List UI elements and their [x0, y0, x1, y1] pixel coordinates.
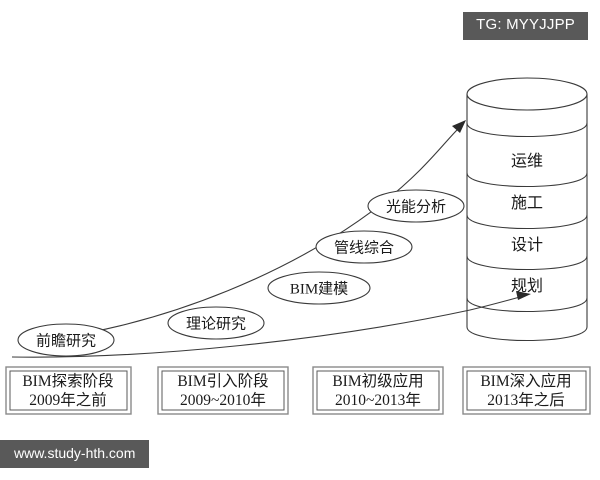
disc-separator-0: [466, 122, 588, 137]
cylinder-disc-label-1: 施工: [511, 194, 543, 212]
stage-box-line1: BIM引入阶段: [177, 372, 268, 390]
stage-box-1: BIM引入阶段 2009~2010年: [157, 366, 289, 415]
milestone-2: BIM建模: [267, 271, 371, 305]
stage-box-inner-frame: [161, 370, 285, 411]
milestone-label: 理论研究: [186, 316, 246, 333]
cylinder-top-cap: [466, 77, 588, 111]
stage-box-line1: BIM深入应用: [480, 371, 571, 390]
milestone-label: 管线综合: [334, 240, 394, 257]
stage-box-frame: [312, 366, 444, 415]
stage-box-line2: 2009~2010年: [180, 391, 266, 409]
stage-box-frame: [5, 366, 132, 415]
disc-separator-3: [466, 255, 588, 270]
stage-box-group: BIM探索阶段 2009年之前 BIM引入阶段 2009~2010年 BIM初级…: [5, 366, 591, 415]
milestone-label: 前瞻研究: [36, 333, 96, 350]
disc-separator-1: [466, 172, 588, 187]
milestone-0: 前瞻研究: [17, 323, 115, 357]
stage-box-2: BIM初级应用 2010~2013年: [312, 366, 444, 415]
stage-box-frame: [462, 366, 591, 415]
cylinder-disc-label-0: 运维: [511, 152, 543, 170]
stage-box-inner-frame: [466, 370, 587, 411]
stage-box-line1: BIM探索阶段: [22, 372, 113, 390]
stage-box-line2: 2009年之前: [29, 391, 107, 409]
milestone-ellipse: [267, 271, 371, 305]
milestone-1: 理论研究: [167, 306, 265, 340]
cylinder-disc-label-2: 设计: [511, 236, 543, 254]
stage-box-0: BIM探索阶段 2009年之前: [5, 366, 132, 415]
watermark-badge: www.study-hth.com: [0, 439, 150, 468]
milestone-label: BIM建模: [290, 281, 348, 298]
upper-curve-arrowhead: [452, 120, 466, 133]
stage-box-inner-frame: [9, 370, 128, 411]
lower-curve-arrowhead: [516, 291, 531, 300]
milestone-3: 管线综合: [315, 230, 413, 264]
disc-separator-4: [466, 297, 588, 312]
cylinder-disc-label-3: 规划: [511, 277, 543, 295]
milestone-ellipse: [367, 189, 465, 223]
lower-growth-curve: [11, 295, 525, 358]
milestone-4: 光能分析: [367, 189, 465, 223]
cylinder-base: [466, 326, 588, 341]
milestone-ellipse: [315, 230, 413, 264]
growth-curve-group: [11, 120, 531, 358]
milestone-label: 光能分析: [386, 199, 446, 216]
stage-box-frame: [157, 366, 289, 415]
stage-box-line2: 2010~2013年: [335, 391, 421, 409]
stage-box-line1: BIM初级应用: [332, 371, 423, 390]
stage-box-line2: 2013年之后: [487, 391, 565, 409]
milestone-group: 前瞻研究 理论研究 BIM建模 管线综合 光能分析: [17, 189, 465, 357]
upper-growth-curve: [21, 123, 464, 342]
disc-separator-2: [466, 214, 588, 229]
stage-box-3: BIM深入应用 2013年之后: [462, 366, 591, 415]
milestone-ellipse: [167, 306, 265, 340]
stage-box-inner-frame: [316, 370, 440, 411]
milestone-ellipse: [17, 323, 115, 357]
tag-badge: TG: MYYJJPP: [463, 12, 588, 40]
cylinder-stack: 运维 施工 设计 规划: [466, 77, 588, 341]
